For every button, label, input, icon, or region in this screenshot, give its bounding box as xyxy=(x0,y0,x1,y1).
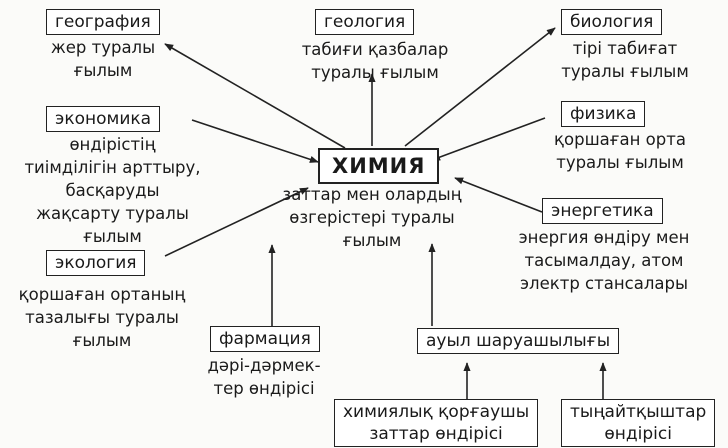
desc-line: заттар мен олардың xyxy=(282,185,462,204)
node-farmaciya-label: фармация xyxy=(219,329,311,349)
node-ekologiya: экология xyxy=(46,250,146,276)
node-tynaitkysh-label-line: өндірісі xyxy=(604,424,672,444)
arrow-from-energetika xyxy=(454,177,543,213)
node-fizika: физика xyxy=(561,101,646,127)
desc-line: ғылым xyxy=(72,331,132,350)
node-energetika-desc: энергия өндіру мен тасымалдау, атом элек… xyxy=(496,226,712,295)
node-himiyalyk-label-line: химиялық қорғаушы xyxy=(343,402,530,422)
desc-line: туралы ғылым xyxy=(311,63,439,82)
node-himiya-label: ХИМИЯ xyxy=(332,154,426,178)
node-energetika-label: энергетика xyxy=(551,201,654,221)
desc-line: тазалығы туралы xyxy=(25,308,179,327)
desc-line: тер өндірісі xyxy=(213,379,315,398)
node-auyl: ауыл шаруашылығы xyxy=(417,328,620,354)
node-ekologiya-label: экология xyxy=(55,253,137,273)
desc-line: тиімділігін арттыру, xyxy=(24,158,201,177)
node-himiyalyk-label-line: заттар өндірісі xyxy=(369,424,503,444)
desc-line: туралы ғылым xyxy=(556,153,684,172)
arrow-from-ekonomika xyxy=(191,119,319,163)
node-geografiya-label: география xyxy=(55,12,151,32)
desc-line: туралы ғылым xyxy=(561,62,689,81)
desc-line: қоршаған орта xyxy=(554,130,686,149)
node-energetika: энергетика xyxy=(542,198,663,224)
node-geologiya: геология xyxy=(315,9,415,35)
node-himiyalyk: химиялық қорғаушы заттар өндірісі xyxy=(334,399,539,447)
desc-line: ғылым xyxy=(83,227,142,246)
node-tynaitkysh: тыңайтқыштар өндірісі xyxy=(561,399,716,447)
node-biologiya-desc: тірі табиғат туралы ғылым xyxy=(540,37,710,83)
node-geologiya-desc: табиғи қазбалар туралы ғылым xyxy=(290,38,460,84)
node-ekonomika-desc: өндірістің тиімділігін арттыру, басқаруд… xyxy=(0,133,225,248)
desc-line: қоршаған ортаның xyxy=(18,285,186,304)
node-tynaitkysh-label-line: тыңайтқыштар xyxy=(570,402,707,422)
desc-line: өндірістің xyxy=(69,135,156,154)
node-ekologiya-desc: қоршаған ортаның тазалығы туралы ғылым xyxy=(2,283,202,352)
node-biologiya: биология xyxy=(561,9,663,35)
desc-line: өзгерістері туралы xyxy=(289,208,455,227)
desc-line: жер туралы xyxy=(50,38,156,57)
node-fizika-desc: қоршаған орта туралы ғылым xyxy=(530,128,710,174)
node-geografiya: география xyxy=(46,9,160,35)
arrow-from-fizika xyxy=(431,117,546,161)
desc-line: ғылым xyxy=(342,231,402,250)
desc-line: табиғи қазбалар xyxy=(301,40,449,59)
node-geografiya-desc: жер туралы ғылым xyxy=(28,36,178,82)
arrow-from-ekologiya xyxy=(164,187,309,257)
desc-line: дәрі-дәрмек- xyxy=(207,356,321,375)
node-biologiya-label: биология xyxy=(570,12,654,32)
desc-line: жақсарту туралы xyxy=(36,204,189,223)
node-farmaciya-desc: дәрі-дәрмек- тер өндірісі xyxy=(194,354,334,400)
arrow-to-geografiya xyxy=(164,43,346,149)
node-himiya: ХИМИЯ xyxy=(318,148,440,184)
node-geologiya-label: геология xyxy=(324,12,406,32)
node-ekonomika-label: экономика xyxy=(55,109,152,129)
desc-line: тасымалдау, атом xyxy=(524,251,684,270)
node-himiya-desc: заттар мен олардың өзгерістері туралы ғы… xyxy=(282,183,462,252)
node-fizika-label: физика xyxy=(570,104,637,124)
node-farmaciya: фармация xyxy=(210,326,320,352)
arrow-to-biologiya xyxy=(404,27,556,147)
desc-line: басқаруды xyxy=(65,181,160,200)
node-auyl-label: ауыл шаруашылығы xyxy=(426,331,611,351)
desc-line: энергия өндіру мен xyxy=(518,228,690,247)
desc-line: электр стансалары xyxy=(520,274,688,293)
desc-line: ғылым xyxy=(73,61,133,80)
desc-line: тірі табиғат xyxy=(572,39,678,58)
node-ekonomika: экономика xyxy=(46,106,161,132)
